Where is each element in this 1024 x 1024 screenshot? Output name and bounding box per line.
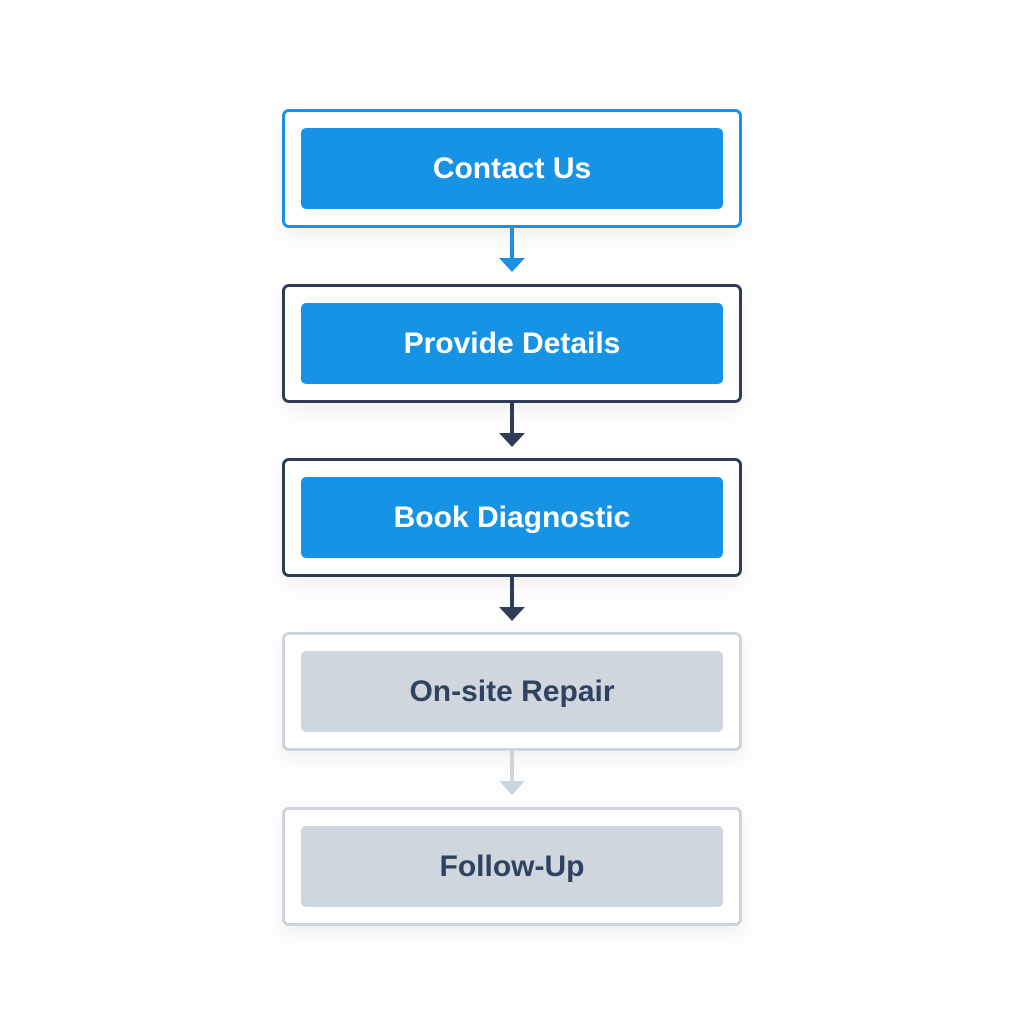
step-follow-up[interactable]: Follow-Up (282, 807, 742, 926)
step-label: Provide Details (403, 326, 621, 360)
arrow-down-icon (499, 751, 525, 795)
step-label-box: Book Diagnostic (301, 477, 723, 558)
step-label: On-site Repair (409, 674, 615, 708)
step-on-site-repair[interactable]: On-site Repair (282, 632, 742, 751)
step-label-box: Follow-Up (301, 826, 723, 907)
step-label-box: Provide Details (301, 303, 723, 384)
step-label: Contact Us (432, 151, 592, 185)
step-provide-details[interactable]: Provide Details (282, 284, 742, 403)
arrow-down-icon (499, 403, 525, 447)
arrow-down-icon (499, 577, 525, 621)
step-label: Book Diagnostic (393, 500, 631, 534)
step-contact-us[interactable]: Contact Us (282, 109, 742, 228)
step-book-diagnostic[interactable]: Book Diagnostic (282, 458, 742, 577)
step-label-box: Contact Us (301, 128, 723, 209)
step-label-box: On-site Repair (301, 651, 723, 732)
step-label: Follow-Up (439, 849, 585, 883)
arrow-down-icon (499, 228, 525, 272)
